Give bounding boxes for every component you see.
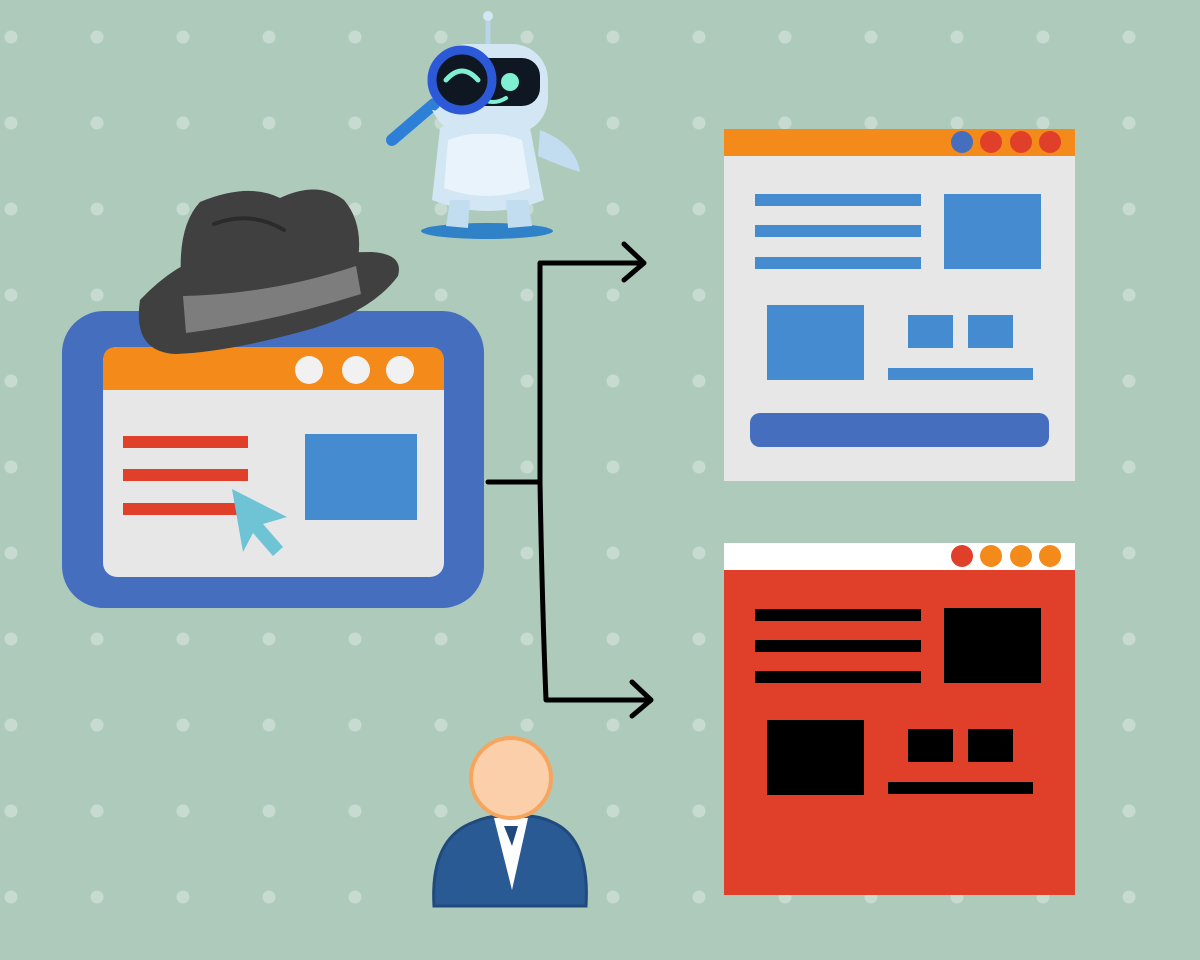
- window-control-dot: [295, 356, 323, 384]
- text-line: [755, 609, 921, 621]
- person-icon: [432, 736, 588, 908]
- text-line: [123, 436, 248, 448]
- text-line: [888, 782, 1033, 794]
- branch-upper: [537, 260, 643, 485]
- text-line: [888, 368, 1033, 380]
- thumbnail: [908, 315, 953, 348]
- branch-arrow-icon: [485, 241, 654, 719]
- image-block: [305, 434, 417, 520]
- source-web-page: [62, 311, 484, 608]
- window-control-dot: [1039, 131, 1061, 153]
- window-control-dot: [386, 356, 414, 384]
- branch-lower: [537, 479, 650, 703]
- image-block: [944, 194, 1041, 269]
- arrowhead-upper: [621, 241, 647, 283]
- page-shown-to-user: [724, 543, 1075, 895]
- window-control-dot: [980, 131, 1002, 153]
- image-block: [944, 608, 1041, 683]
- image-block: [767, 720, 864, 795]
- button-bar: [750, 413, 1049, 447]
- hat-icon: [138, 189, 399, 354]
- window-control-dot: [980, 545, 1002, 567]
- window-control-dot: [1039, 545, 1061, 567]
- text-line: [755, 671, 921, 683]
- thumbnail: [968, 315, 1013, 348]
- window-control-dot: [342, 356, 370, 384]
- text-line: [123, 469, 248, 481]
- thumbnail: [968, 729, 1013, 762]
- thumbnail: [908, 729, 953, 762]
- window-body: [724, 543, 1075, 895]
- image-block: [767, 305, 864, 380]
- text-line: [123, 503, 248, 515]
- arrowhead-lower: [629, 679, 654, 719]
- window-control-dot: [1010, 131, 1032, 153]
- robot-icon: [386, 11, 580, 239]
- text-line: [755, 257, 921, 269]
- text-line: [755, 640, 921, 652]
- page-shown-to-search-bot: [724, 129, 1075, 481]
- text-line: [755, 194, 921, 206]
- window-control-dot: [951, 131, 973, 153]
- window-control-dot: [951, 545, 973, 567]
- window-control-dot: [1010, 545, 1032, 567]
- text-line: [755, 225, 921, 237]
- cursor-arrow-icon: [232, 489, 287, 556]
